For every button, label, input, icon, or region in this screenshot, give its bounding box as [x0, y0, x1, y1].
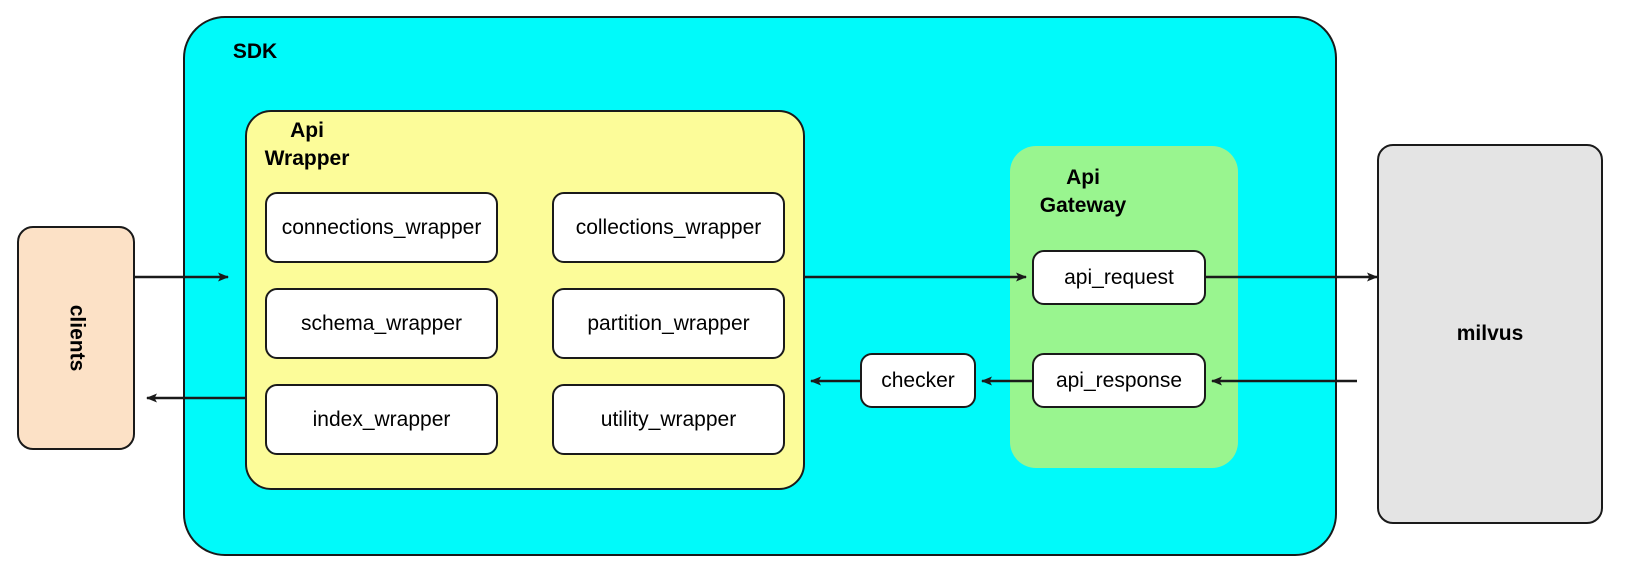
container-api-gateway-label: Api Gateway	[1039, 166, 1127, 217]
node-milvus-label: milvus	[1456, 322, 1524, 345]
node-schema-wrapper[interactable]: schema_wrapper	[265, 288, 498, 359]
node-collections-wrapper[interactable]: collections_wrapper	[552, 192, 785, 263]
node-utility-wrapper-label: utility_wrapper	[600, 407, 737, 431]
node-api-response-label: api_response	[1055, 368, 1183, 392]
node-clients[interactable]: clients	[17, 226, 135, 450]
node-index-wrapper-label: index_wrapper	[312, 407, 451, 431]
node-partition-wrapper[interactable]: partition_wrapper	[552, 288, 785, 359]
node-milvus[interactable]: milvus	[1377, 144, 1603, 524]
node-clients-label: clients	[65, 304, 88, 372]
container-api-wrapper-label: Api Wrapper	[264, 119, 350, 170]
node-partition-wrapper-label: partition_wrapper	[587, 311, 750, 335]
container-api-gateway[interactable]	[1010, 146, 1238, 468]
node-index-wrapper[interactable]: index_wrapper	[265, 384, 498, 455]
node-connections-wrapper-label: connections_wrapper	[281, 215, 482, 239]
node-api-response[interactable]: api_response	[1032, 353, 1206, 408]
node-utility-wrapper[interactable]: utility_wrapper	[552, 384, 785, 455]
node-connections-wrapper[interactable]: connections_wrapper	[265, 192, 498, 263]
node-api-request[interactable]: api_request	[1032, 250, 1206, 305]
node-checker[interactable]: checker	[860, 353, 976, 408]
node-collections-wrapper-label: collections_wrapper	[575, 215, 762, 239]
node-checker-label: checker	[881, 368, 955, 392]
node-schema-wrapper-label: schema_wrapper	[300, 311, 463, 335]
node-api-request-label: api_request	[1064, 265, 1174, 289]
container-sdk-label: SDK	[232, 40, 278, 63]
